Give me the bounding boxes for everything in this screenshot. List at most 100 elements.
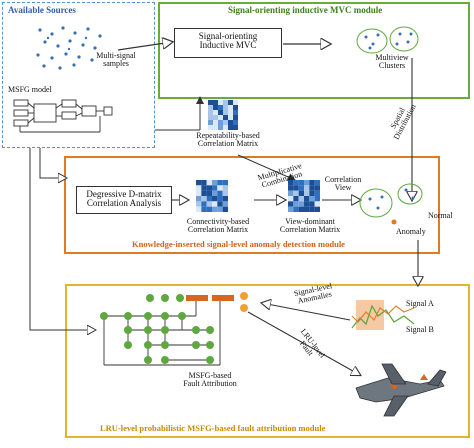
repeatability-line2: Correlation Matrix	[197, 139, 259, 149]
matrix-cell	[314, 206, 320, 212]
matrix-cell	[196, 201, 202, 207]
matrix-cell	[314, 185, 320, 191]
fault-tree-nodes	[100, 294, 214, 364]
matrix-cell	[288, 180, 294, 186]
matrix-cell	[314, 180, 320, 186]
matrix-cell	[196, 206, 202, 212]
matrix-cell	[309, 206, 315, 212]
multiview-clusters-label: Multiview Clusters	[360, 53, 424, 71]
anomaly-label: Anomaly	[396, 227, 426, 236]
fault-tree-highlight	[186, 292, 248, 312]
matrix-cell	[293, 190, 299, 196]
matrix-cell	[213, 115, 218, 120]
matrix-cell	[196, 185, 202, 191]
matrix-cell	[217, 185, 223, 191]
repeatability-label: Repeatability-based Correlation Matrix	[180, 131, 276, 149]
matrix-cell	[206, 201, 212, 207]
anomaly-module-frame	[64, 156, 440, 254]
matrix-cell	[213, 105, 218, 110]
matrix-cell	[218, 110, 223, 115]
matrix-cell	[293, 206, 299, 212]
signal-a-label: Signal A	[406, 299, 434, 308]
matrix-cell	[196, 196, 202, 202]
matrix-cell	[217, 190, 223, 196]
matrix-cell	[223, 115, 228, 120]
matrix-cell	[201, 190, 207, 196]
matrix-cell	[196, 180, 202, 186]
matrix-cell	[223, 105, 228, 110]
signal-b-label: Signal B	[406, 325, 434, 334]
matrix-cell	[304, 206, 310, 212]
matrix-cell	[233, 105, 238, 110]
matrix-cell	[222, 201, 228, 207]
matrix-cell	[208, 120, 213, 125]
matrix-cell	[233, 115, 238, 120]
signal-thumbnail	[351, 300, 415, 330]
matrix-cell	[223, 120, 228, 125]
msfg-model-label: MSFG model	[8, 85, 52, 94]
matrix-cell	[314, 201, 320, 207]
connectivity-line1: Connectivity-based	[186, 217, 250, 226]
available-sources-panel	[2, 2, 155, 148]
available-sources-title: Available Sources	[8, 5, 76, 15]
matrix-cell	[212, 185, 218, 191]
matrix-cell	[218, 125, 223, 130]
view-dominant-line1: View-dominant	[285, 217, 335, 226]
correlation-view-line1: Correlation	[324, 175, 362, 184]
multiview-line1: Multiview	[375, 53, 409, 62]
matrix-cell	[212, 180, 218, 186]
matrix-cell	[218, 105, 223, 110]
connectivity-label: Connectivity-based Correlation Matrix	[174, 217, 262, 235]
normal-anomaly-graphic	[359, 183, 423, 225]
anomaly-module-title: Knowledge-inserted signal-level anomaly …	[132, 239, 345, 249]
matrix-cell	[304, 190, 310, 196]
matrix-cell	[206, 206, 212, 212]
matrix-cell	[314, 196, 320, 202]
matrix-cell	[223, 110, 228, 115]
view-dominant-label: View-dominant Correlation Matrix	[266, 217, 354, 235]
connectivity-matrix	[196, 180, 228, 212]
correlation-view-line2: View	[334, 183, 352, 193]
matrix-cell	[218, 100, 223, 105]
matrix-cell	[298, 180, 304, 186]
matrix-cell	[217, 201, 223, 207]
mvc-module-title: Signal-orienting inductive MVC module	[228, 5, 383, 15]
matrix-cell	[228, 115, 233, 120]
mvc-module-frame	[158, 2, 470, 99]
matrix-cell	[293, 185, 299, 191]
matrix-cell	[212, 190, 218, 196]
repeatability-line1: Repeatability-based	[196, 131, 260, 140]
matrix-cell	[218, 115, 223, 120]
matrix-cell	[233, 110, 238, 115]
matrix-cell	[222, 206, 228, 212]
matrix-cell	[222, 185, 228, 191]
matrix-cell	[298, 206, 304, 212]
matrix-cell	[293, 201, 299, 207]
matrix-cell	[304, 201, 310, 207]
matrix-cell	[298, 190, 304, 196]
matrix-cell	[213, 125, 218, 130]
matrix-cell	[217, 196, 223, 202]
matrix-cell	[222, 180, 228, 186]
matrix-cell	[304, 196, 310, 202]
fault-module-frame	[65, 284, 470, 438]
matrix-cell	[304, 180, 310, 186]
multiview-clusters-graphic	[356, 26, 419, 54]
matrix-cell	[223, 125, 228, 130]
matrix-cell	[217, 180, 223, 186]
view-dominant-matrix	[288, 180, 320, 212]
matrix-cell	[213, 110, 218, 115]
matrix-cell	[298, 201, 304, 207]
matrix-cell	[213, 120, 218, 125]
dmatrix-line1: Degressive D-matrix	[86, 189, 162, 199]
matrix-cell	[213, 100, 218, 105]
matrix-cell	[206, 180, 212, 186]
matrix-cell	[314, 190, 320, 196]
matrix-cell	[206, 190, 212, 196]
matrix-cell	[222, 196, 228, 202]
matrix-cell	[288, 190, 294, 196]
matrix-cell	[309, 201, 315, 207]
multi-signal-dots	[36, 26, 102, 70]
matrix-cell	[208, 110, 213, 115]
matrix-cell	[298, 196, 304, 202]
